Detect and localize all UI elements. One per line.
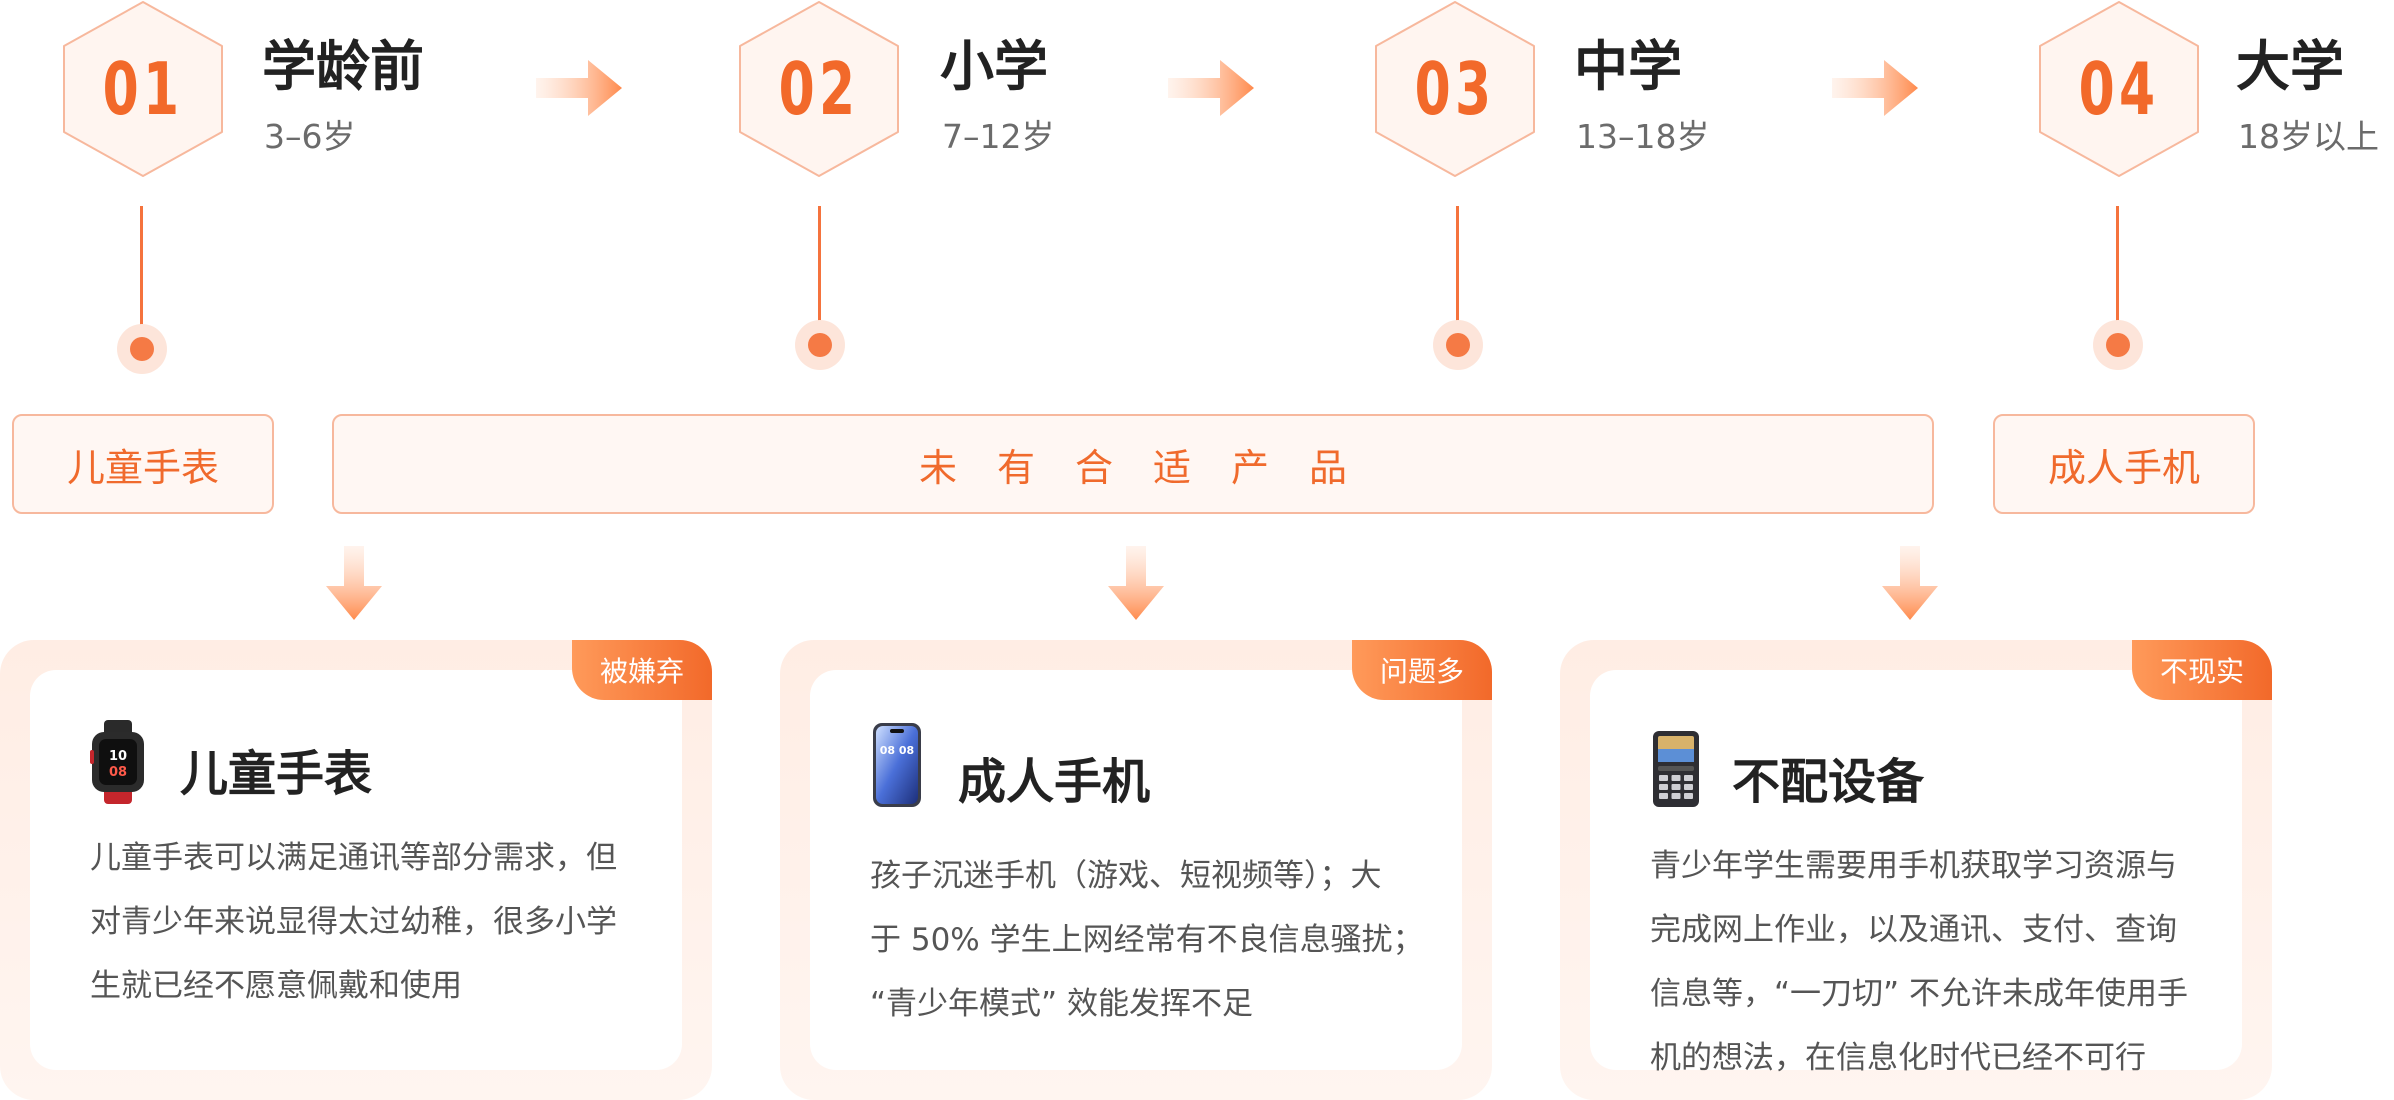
watch-minute: 08 (109, 765, 127, 780)
down-arrow-icon (1108, 546, 1164, 620)
desc-line: “青少年模式” 效能发挥不足 (870, 986, 1253, 1022)
card-description: 青少年学生需要用手机获取学习资源与 完成网上作业，以及通讯、支付、查询 信息等，… (1650, 834, 2188, 1090)
desc-line: 对青少年来说显得太过幼稚，很多小学 (90, 904, 617, 940)
phone-time: 08 08 (880, 744, 914, 757)
down-arrow-icon (1882, 546, 1938, 620)
card-tag: 被嫌弃 (572, 640, 712, 700)
connector-line (2116, 206, 2119, 326)
stage-age: 18岁以上 (2238, 117, 2379, 156)
right-arrow-icon (536, 60, 622, 116)
connector-line (140, 206, 143, 326)
right-arrow-icon (1832, 60, 1918, 116)
smartphone-icon: 08 08 (873, 723, 921, 807)
card-child-watch: 被嫌弃 10 08 儿童手表 儿童手表可以满足通讯等部分需求，但 对青少年来说显… (0, 640, 712, 1100)
stage-number: 04 (2078, 47, 2160, 131)
stage-number: 02 (778, 47, 860, 131)
timeline-dot (117, 324, 167, 374)
card-title: 成人手机 (958, 754, 1151, 810)
desc-line: 信息等，“一刀切” 不允许未成年使用手 (1650, 976, 2188, 1012)
connector-line (818, 206, 821, 326)
card-title: 不配设备 (1732, 754, 1925, 810)
stage-hexagon-02: 02 (736, 0, 902, 178)
card-title: 儿童手表 (180, 746, 373, 802)
stage-age: 7–12岁 (942, 117, 1055, 156)
label-child-watch: 儿童手表 (12, 414, 274, 514)
stage-title: 小学 (940, 35, 1048, 98)
stage-number: 01 (102, 47, 184, 131)
timeline-dot (2093, 320, 2143, 370)
stage-number: 03 (1414, 47, 1496, 131)
desc-line: 于 50% 学生上网经常有不良信息骚扰； (870, 922, 1424, 958)
desc-line: 儿童手表可以满足通讯等部分需求，但 (90, 840, 617, 876)
watch-hour: 10 (109, 749, 127, 764)
timeline-dot (795, 320, 845, 370)
stage-age: 3–6岁 (264, 117, 356, 156)
stage-hexagon-03: 03 (1372, 0, 1538, 178)
card-description: 儿童手表可以满足通讯等部分需求，但 对青少年来说显得太过幼稚，很多小学 生就已经… (90, 826, 617, 1018)
feature-phone-icon (1653, 731, 1699, 807)
right-arrow-icon (1168, 60, 1254, 116)
card-description: 孩子沉迷手机（游戏、短视频等）；大 于 50% 学生上网经常有不良信息骚扰； “… (870, 844, 1424, 1036)
desc-line: 完成网上作业，以及通讯、支付、查询 (1650, 912, 2177, 948)
card-no-device: 不现实 不配设备 青少年学生需要用手机获取学习资源与 完成网上作业，以及通讯、支… (1560, 640, 2272, 1100)
label-no-suitable-product: 未有合适产品 (332, 414, 1934, 514)
desc-line: 青少年学生需要用手机获取学习资源与 (1650, 848, 2177, 884)
stage-age: 13–18岁 (1576, 117, 1710, 156)
card-tag: 问题多 (1352, 640, 1492, 700)
card-tag: 不现实 (2132, 640, 2272, 700)
down-arrow-icon (326, 546, 382, 620)
card-adult-phone: 问题多 08 08 成人手机 孩子沉迷手机（游戏、短视频等）；大 于 50% 学… (780, 640, 1492, 1100)
stage-title: 大学 (2236, 35, 2344, 98)
stage-hexagon-01: 01 (60, 0, 226, 178)
stage-hexagon-04: 04 (2036, 0, 2202, 178)
timeline-dot (1433, 320, 1483, 370)
stage-title: 学龄前 (262, 35, 424, 98)
label-adult-phone: 成人手机 (1993, 414, 2255, 514)
desc-line: 孩子沉迷手机（游戏、短视频等）；大 (870, 858, 1382, 894)
desc-line: 生就已经不愿意佩戴和使用 (90, 968, 462, 1004)
stage-title: 中学 (1574, 35, 1682, 98)
desc-line: 机的想法，在信息化时代已经不可行 (1650, 1040, 2146, 1076)
smartwatch-icon: 10 08 (90, 720, 144, 804)
connector-line (1456, 206, 1459, 326)
